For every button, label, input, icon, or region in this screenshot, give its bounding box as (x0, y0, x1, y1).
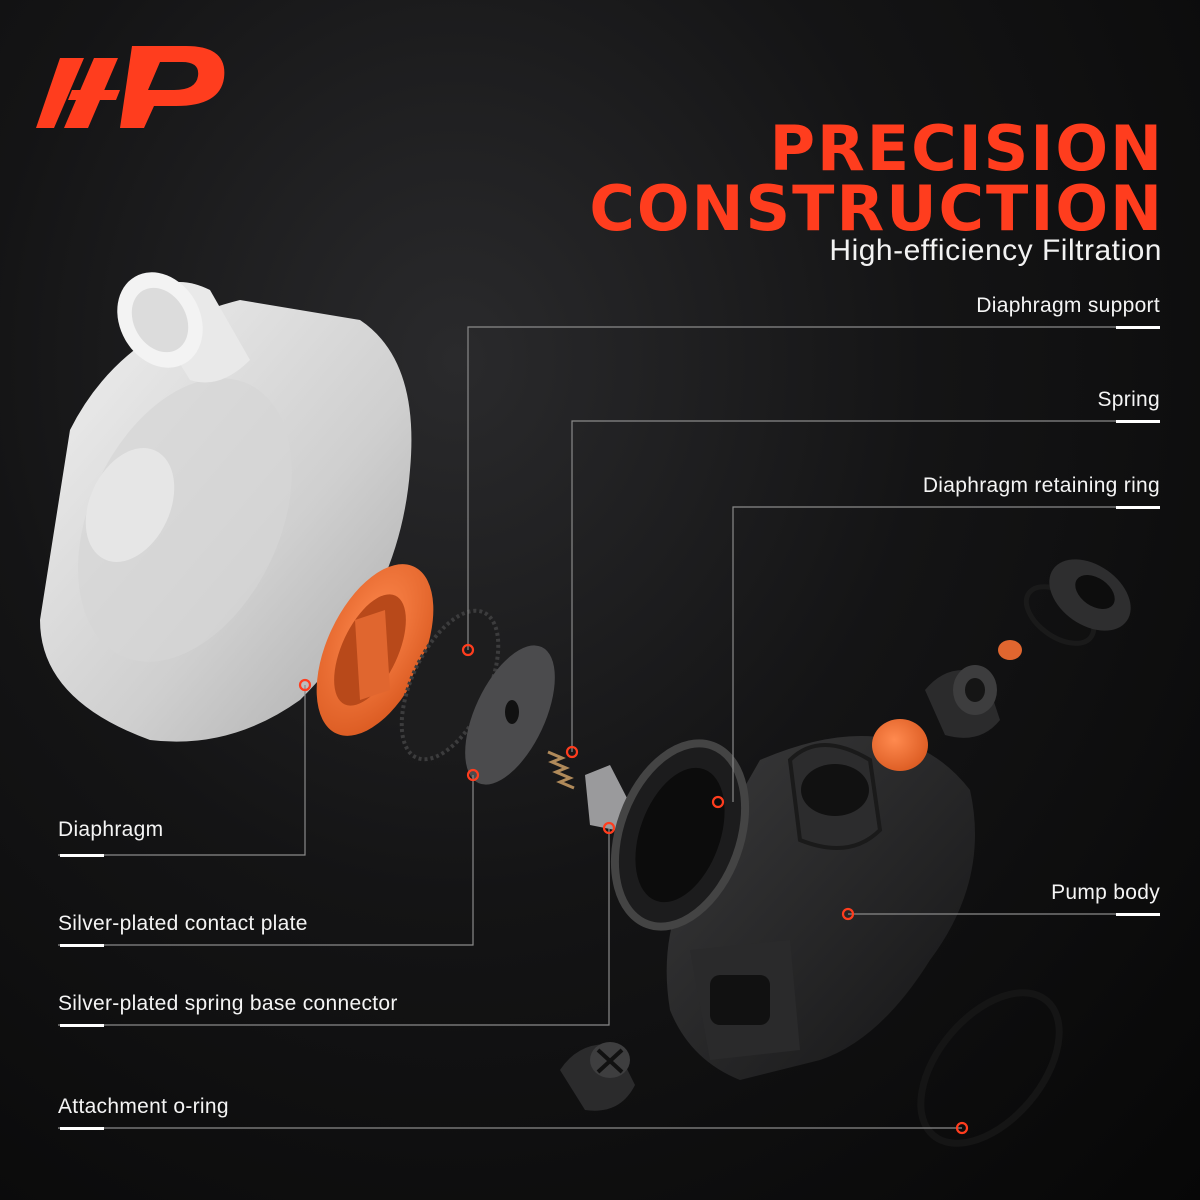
top-grommet-part (1049, 559, 1131, 631)
underline-contact-plate (60, 944, 104, 947)
underline-diaphragm-retaining-ring (1116, 506, 1160, 509)
headline-line-2: CONSTRUCTION (589, 172, 1164, 245)
label-spring: Spring (1097, 388, 1160, 411)
underline-diaphragm-support (1116, 326, 1160, 329)
label-diaphragm-retaining-ring: Diaphragm retaining ring (922, 474, 1160, 497)
spring-base-connector-part (585, 765, 628, 830)
label-diaphragm-support: Diaphragm support (976, 294, 1160, 317)
attachment-o-ring (917, 989, 1063, 1147)
contact-plate-part (465, 645, 555, 785)
headline-line-1: PRECISION (769, 112, 1164, 185)
label-spring-base-connector: Silver-plated spring base connector (58, 992, 398, 1015)
orange-pin-part (998, 640, 1022, 660)
brand-logo-icon (36, 46, 225, 128)
diaphragm-part (316, 564, 434, 736)
underline-spring-base-connector (60, 1024, 104, 1027)
valve-cap-part (925, 665, 1000, 738)
label-contact-plate: Silver-plated contact plate (58, 912, 308, 935)
headline-subtitle: High-efficiency Filtration (829, 234, 1162, 267)
underline-attachment-o-ring (60, 1127, 104, 1130)
label-diaphragm: Diaphragm (58, 818, 164, 841)
underline-diaphragm (60, 854, 104, 857)
label-pump-body: Pump body (1051, 881, 1160, 904)
lower-nut-part (560, 1042, 635, 1111)
filter-cover (40, 272, 412, 742)
orange-valve-disc (872, 719, 928, 771)
underline-pump-body (1116, 913, 1160, 916)
label-attachment-o-ring: Attachment o-ring (58, 1095, 229, 1118)
underline-spring (1116, 420, 1160, 423)
spring-part (547, 750, 575, 790)
pump-body-part (610, 736, 975, 1080)
